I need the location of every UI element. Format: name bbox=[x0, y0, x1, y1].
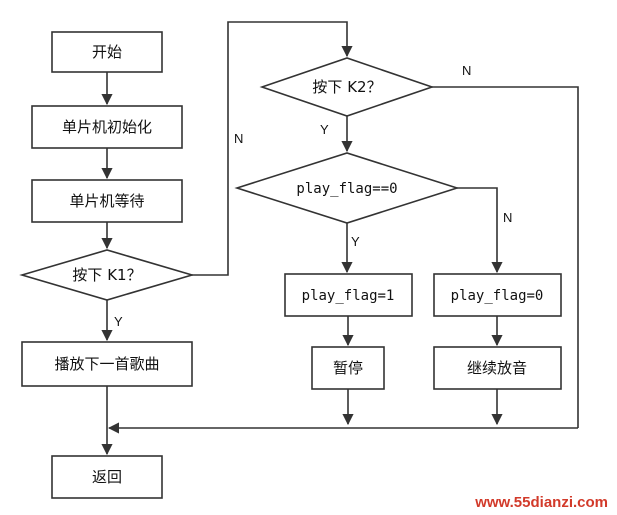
decision-flag-label: play_flag==0 bbox=[296, 181, 397, 197]
node-pause-label: 暂停 bbox=[333, 359, 363, 377]
decision-k1: 按下 K1？ bbox=[19, 249, 195, 301]
label-k2-no: N bbox=[462, 63, 471, 78]
line-k2-no bbox=[432, 86, 579, 428]
node-flag-set1-label: play_flag=1 bbox=[302, 288, 395, 304]
node-next-song-label: 播放下一首歌曲 bbox=[54, 355, 159, 373]
decision-flag: play_flag==0 bbox=[234, 152, 460, 224]
node-init: 单片机初始化 bbox=[31, 105, 183, 149]
node-wait: 单片机等待 bbox=[31, 179, 183, 223]
label-k1-yes: Y bbox=[114, 314, 123, 329]
node-flag-set1: play_flag=1 bbox=[284, 273, 413, 317]
label-flag-yes: Y bbox=[351, 234, 360, 249]
node-return: 返回 bbox=[51, 455, 163, 499]
decision-k1-label: 按下 K1？ bbox=[72, 266, 141, 284]
decision-k2-label: 按下 K2？ bbox=[312, 78, 381, 96]
node-start: 开始 bbox=[51, 31, 163, 73]
node-pause: 暂停 bbox=[311, 346, 385, 390]
node-start-label: 开始 bbox=[92, 43, 122, 61]
node-next-song: 播放下一首歌曲 bbox=[21, 341, 193, 387]
watermark: www.55dianzi.com bbox=[474, 494, 608, 511]
node-flag-set0-label: play_flag=0 bbox=[451, 288, 544, 304]
node-wait-label: 单片机等待 bbox=[69, 192, 144, 210]
label-flag-no: N bbox=[503, 210, 512, 225]
node-resume-label: 继续放音 bbox=[467, 359, 527, 377]
label-k2-yes: Y bbox=[320, 122, 329, 137]
arrow-flag-no bbox=[457, 187, 503, 274]
node-flag-set0: play_flag=0 bbox=[433, 273, 562, 317]
arrow-k1-no bbox=[192, 21, 353, 276]
node-return-label: 返回 bbox=[92, 468, 122, 486]
node-init-label: 单片机初始化 bbox=[62, 118, 152, 136]
label-k1-no: N bbox=[234, 131, 243, 146]
node-resume: 继续放音 bbox=[433, 346, 562, 390]
decision-k2: 按下 K2？ bbox=[259, 57, 435, 117]
